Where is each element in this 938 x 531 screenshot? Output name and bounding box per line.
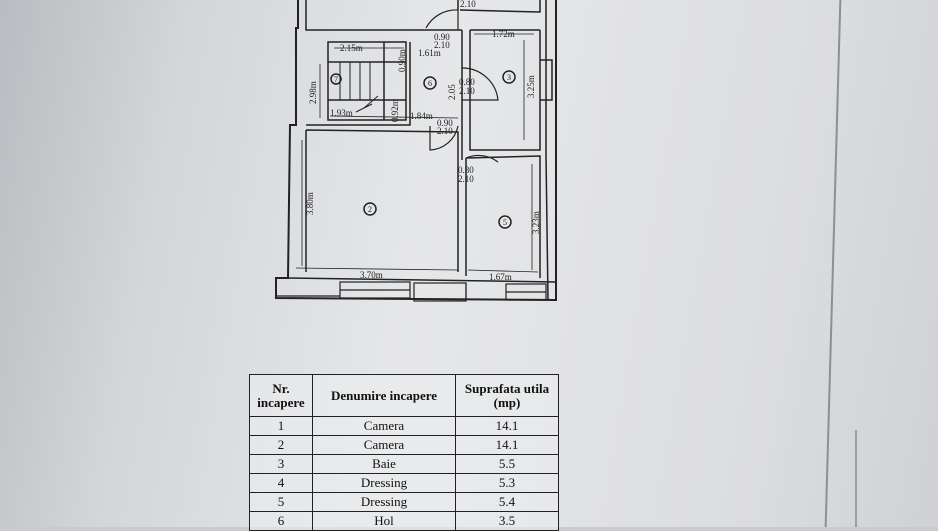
room-number-2: 2 (368, 205, 372, 214)
door-a-width: 0.90 (434, 32, 450, 42)
cell-area: 5.4 (455, 492, 559, 512)
cell-room-name: Hol (312, 511, 456, 531)
dim-room2-height: 3.80m (305, 192, 315, 215)
cell-area: 14.1 (455, 435, 559, 455)
table-row: 3 Baie 5.5 (249, 454, 559, 474)
room-circle-3 (502, 70, 516, 84)
dim-top: 2.10 (460, 0, 476, 9)
door-arc-c (429, 125, 459, 151)
table-row: 4 Dressing 5.3 (249, 473, 559, 493)
paper-edge-lower (855, 430, 857, 527)
dim-room2-width: 3.70m (360, 270, 383, 280)
cell-room-name: Baie (312, 454, 456, 474)
header-room-name: Denumire incapere (312, 374, 456, 417)
dim-bath-width: 1.72m (492, 29, 515, 39)
stair-outline (327, 41, 407, 121)
cell-room-name: Dressing (312, 492, 456, 512)
door-c-height: 2.10 (437, 126, 453, 136)
cell-room-number: 2 (249, 435, 313, 455)
cell-area: 5.5 (455, 454, 559, 474)
table-row: 1 Camera 14.1 (249, 416, 559, 436)
dim-stair-width: 2.15m (340, 43, 363, 53)
cell-room-name: Camera (312, 416, 456, 436)
cell-room-number: 5 (249, 492, 313, 512)
cell-room-number: 4 (249, 473, 313, 493)
table-row: 2 Camera 14.1 (249, 435, 559, 455)
dim-stair-vertical-2: 0.92m (390, 99, 400, 122)
room-number-5: 5 (503, 218, 507, 227)
dim-hall-height: 2.05 (447, 84, 457, 100)
dim-room5-width: 1.67m (489, 272, 512, 282)
header-room-number: Nr. incapere (249, 374, 313, 417)
door-arc-d (465, 154, 499, 163)
dim-stair-height: 2.98m (308, 81, 318, 104)
cell-room-name: Camera (312, 435, 456, 455)
room-number-7: 7 (334, 75, 338, 84)
room-circle-7 (330, 73, 342, 85)
room-number-6: 6 (428, 79, 432, 88)
dim-hall-width: 1.61m (418, 48, 441, 58)
door-a-height: 2.10 (434, 40, 450, 50)
cell-area: 5.3 (455, 473, 559, 493)
cell-room-name: Dressing (312, 473, 456, 493)
dimension-lines (295, 33, 539, 273)
right-wall (540, 0, 553, 301)
outer-wall (275, 0, 557, 302)
room-number-3: 3 (507, 73, 511, 82)
door-arc-b (461, 67, 499, 101)
door-b-width: 0.80 (459, 77, 475, 87)
windows (276, 281, 547, 302)
door-c-width: 0.90 (437, 118, 453, 128)
table-header-row: Nr. incapere Denumire incapere Suprafata… (249, 374, 559, 417)
room2-wall (305, 129, 459, 272)
header-useful-area: Suprafata utila (mp) (455, 374, 559, 417)
table-row: 5 Dressing 5.4 (249, 492, 559, 512)
cell-room-number: 6 (249, 511, 313, 531)
door-b-height: 2.10 (459, 86, 475, 96)
inner-bottom-wall (287, 277, 557, 283)
bath-wall (461, 29, 541, 160)
stair-treads (339, 62, 379, 113)
cell-area: 14.1 (455, 416, 559, 436)
room-circle-5 (498, 215, 512, 229)
top-room-wall (305, 0, 541, 31)
cell-room-number: 1 (249, 416, 313, 436)
door-d-width: 0.80 (458, 165, 474, 175)
dim-stair-bottom: 1.93m (330, 108, 353, 118)
door-arc-a (425, 9, 459, 30)
dim-bath-height: 3.25m (526, 75, 536, 98)
cell-room-number: 3 (249, 454, 313, 474)
table-row: 6 Hol 3.5 (249, 511, 559, 531)
dim-room5-height: 3.23m (531, 211, 541, 234)
room-area-table: Nr. incapere Denumire incapere Suprafata… (249, 374, 559, 531)
door-d-height: 2.10 (458, 174, 474, 184)
hall-wall (306, 29, 462, 126)
dim-hall-bottom: 1.84m (410, 111, 433, 121)
cell-area: 3.5 (455, 511, 559, 531)
room-circle-2 (363, 202, 377, 216)
room-circle-6 (423, 76, 437, 90)
dim-stair-vertical: 0.90m (397, 49, 407, 72)
